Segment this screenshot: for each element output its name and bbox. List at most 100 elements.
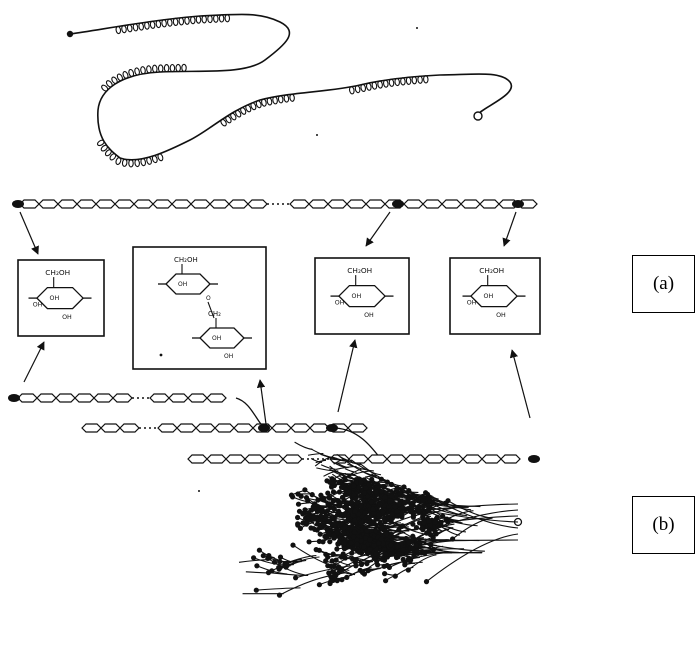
tree-branch bbox=[426, 533, 519, 583]
arrow-bottom-branch bbox=[256, 379, 267, 425]
glucose-unit bbox=[365, 199, 386, 209]
tree-end bbox=[382, 550, 388, 557]
tree-end bbox=[327, 539, 333, 545]
helix-coil bbox=[105, 80, 113, 88]
branch-link bbox=[235, 397, 265, 429]
tree-end bbox=[351, 529, 358, 535]
tree-end bbox=[425, 503, 431, 509]
glucose-unit bbox=[422, 199, 443, 209]
tree-end bbox=[306, 539, 312, 545]
tree-end bbox=[405, 567, 411, 573]
amylose-helix-chain bbox=[69, 13, 513, 161]
glucose-unit bbox=[93, 393, 114, 403]
tree-end bbox=[303, 495, 310, 501]
glucose-unit bbox=[112, 393, 133, 403]
glucose-unit bbox=[247, 199, 268, 209]
helix-coil bbox=[116, 73, 123, 82]
tree-end bbox=[349, 550, 355, 556]
tree-end bbox=[370, 506, 376, 512]
helix-coil bbox=[207, 14, 213, 24]
glucose-unit bbox=[100, 423, 121, 433]
tree-end bbox=[432, 519, 438, 525]
tree-end bbox=[356, 484, 362, 490]
tree-end bbox=[399, 504, 406, 510]
tree-end bbox=[421, 519, 427, 526]
glucose-unit bbox=[187, 393, 208, 403]
tree-end bbox=[419, 525, 425, 531]
tree-end bbox=[351, 483, 357, 489]
helix-coil bbox=[245, 104, 252, 113]
tree-end bbox=[300, 520, 306, 526]
tree-end bbox=[373, 489, 379, 495]
tree-end bbox=[329, 558, 335, 564]
tree-end bbox=[320, 539, 326, 545]
tree-end bbox=[288, 492, 295, 498]
tree-end bbox=[410, 493, 416, 499]
tree-branch bbox=[350, 459, 382, 476]
tree-branch bbox=[445, 502, 472, 511]
tree-branch bbox=[314, 456, 333, 467]
amylopectin-cluster-tree bbox=[238, 441, 523, 598]
tree-end bbox=[253, 587, 259, 593]
tree-branch bbox=[344, 468, 357, 473]
tree-end bbox=[409, 538, 415, 545]
tree-end bbox=[374, 558, 380, 564]
tree-branch bbox=[402, 506, 459, 527]
tree-end bbox=[356, 511, 362, 517]
glucose-unit bbox=[209, 199, 230, 209]
helix-coil bbox=[181, 63, 187, 73]
glucose-unit bbox=[81, 423, 102, 433]
tree-end bbox=[309, 492, 315, 498]
tree-end bbox=[326, 530, 332, 536]
tree-end bbox=[372, 496, 378, 502]
tree-end bbox=[265, 555, 271, 562]
tree-end bbox=[315, 497, 321, 503]
glucose-unit bbox=[403, 199, 424, 209]
tree-end bbox=[423, 579, 430, 585]
helix-coil bbox=[184, 16, 190, 25]
tree-end bbox=[426, 518, 432, 524]
tree-end bbox=[388, 481, 395, 488]
tree-end bbox=[341, 546, 348, 552]
helix-coil bbox=[100, 144, 108, 152]
helix-coil bbox=[115, 156, 122, 166]
tree-end bbox=[330, 551, 336, 557]
helix-coil bbox=[250, 102, 257, 111]
helix-coil bbox=[121, 158, 128, 167]
tree-end bbox=[407, 508, 414, 515]
tree-end bbox=[388, 518, 394, 524]
tree-end bbox=[427, 531, 433, 538]
helix-coil bbox=[383, 79, 389, 88]
tree-end bbox=[402, 500, 408, 506]
reducing-end bbox=[512, 200, 524, 208]
tree-end bbox=[394, 487, 400, 493]
glucose-unit bbox=[244, 454, 265, 464]
tree-end bbox=[265, 570, 272, 576]
tree-end bbox=[277, 554, 284, 560]
helix-coil bbox=[348, 86, 355, 95]
tree-end bbox=[410, 521, 416, 527]
glucose-unit bbox=[171, 199, 192, 209]
tree-end bbox=[293, 575, 299, 581]
tree-branch bbox=[396, 489, 464, 516]
helix-coil bbox=[213, 14, 219, 23]
helix-coil bbox=[149, 20, 156, 29]
tree-end bbox=[445, 498, 451, 504]
tree-end bbox=[378, 536, 384, 542]
ring-label: OH bbox=[496, 312, 506, 319]
tree-end bbox=[354, 541, 360, 548]
tree-end bbox=[410, 546, 416, 552]
tree-end bbox=[331, 532, 337, 538]
helix-coil bbox=[224, 14, 231, 23]
tree-end bbox=[348, 540, 354, 546]
tree-end bbox=[361, 490, 367, 496]
tree-end bbox=[359, 569, 366, 576]
tree-end bbox=[336, 489, 343, 495]
helix-coil bbox=[152, 64, 158, 73]
helix-coil bbox=[218, 14, 225, 23]
tree-end bbox=[331, 522, 338, 528]
helix-coil bbox=[190, 15, 196, 25]
glucose-unit bbox=[176, 423, 197, 433]
glucose-unit bbox=[443, 454, 464, 464]
tree-end bbox=[330, 498, 337, 504]
